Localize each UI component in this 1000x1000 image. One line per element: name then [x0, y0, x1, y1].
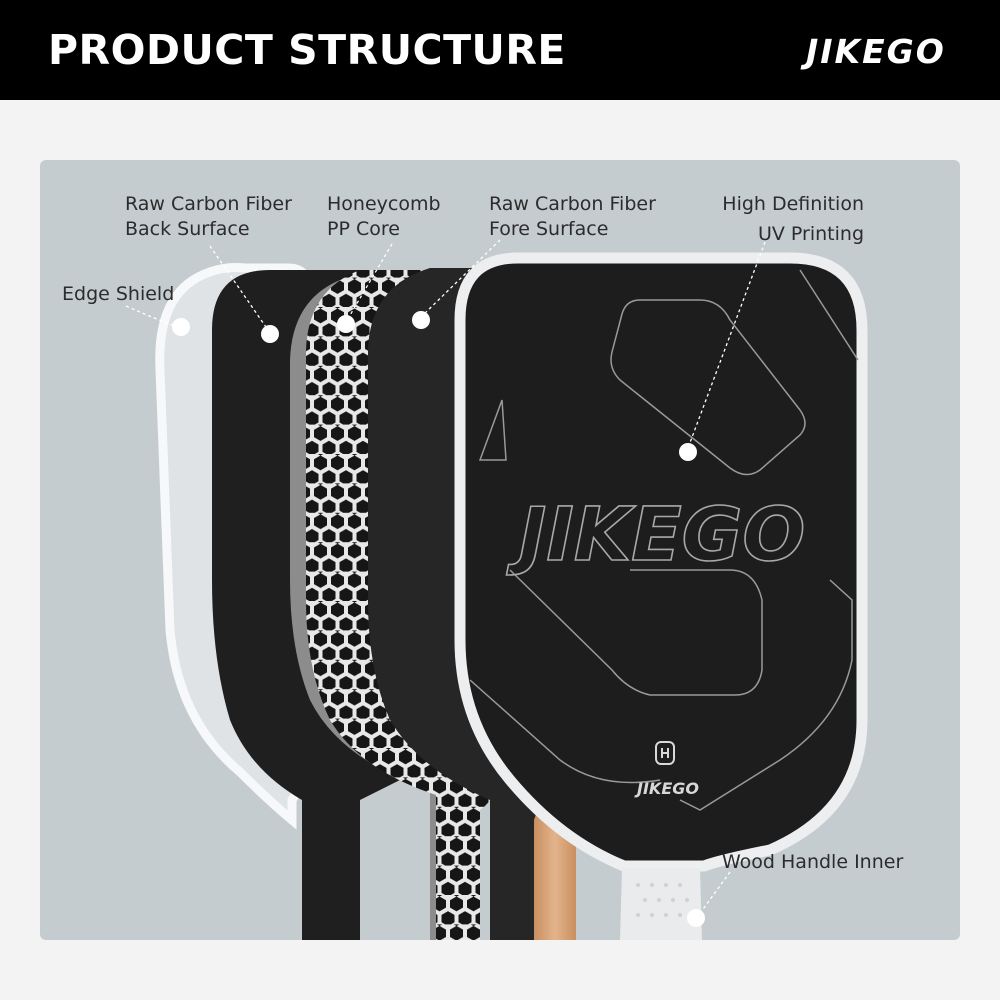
white-grip	[620, 868, 702, 940]
callout-printing-line2: UV Printing	[757, 223, 864, 245]
header-bar: PRODUCT STRUCTURE JIKEGO	[0, 0, 1000, 100]
square-emblem-mark	[661, 748, 669, 758]
callout-fore-surface-line1: Raw Carbon Fiber	[489, 193, 656, 215]
face-line-art	[469, 269, 859, 811]
dot-core	[337, 315, 355, 333]
callout-core-line2: PP Core	[327, 218, 400, 240]
square-emblem-icon	[655, 741, 675, 765]
page-title: PRODUCT STRUCTURE	[48, 26, 566, 74]
dot-handle	[687, 909, 705, 927]
callout-handle: Wood Handle Inner	[722, 850, 903, 875]
dot-fore-surface	[412, 311, 430, 329]
callout-core-line1: Honeycomb	[327, 193, 441, 215]
callout-edge-shield-text: Edge Shield	[62, 283, 175, 305]
callout-back-surface-line2: Back Surface	[125, 218, 250, 240]
face-small-logo: JIKEGO	[634, 779, 699, 798]
face-logo: JIKEGO	[506, 492, 806, 578]
printed-face-layer	[454, 252, 868, 872]
callout-core: Honeycomb PP Core	[327, 192, 441, 242]
callout-edge-shield: Edge Shield	[62, 282, 174, 307]
callout-printing: High Definition UV Printing	[700, 192, 864, 247]
product-illustration-panel: JIKEGO JIKEGO Edge Shield Raw Carbon Fib…	[40, 160, 960, 940]
grip-perforations	[636, 883, 689, 917]
brand-logo: JIKEGO	[806, 32, 946, 71]
dot-back-surface	[261, 325, 279, 343]
paddle-layers-illustration: JIKEGO JIKEGO	[125, 239, 868, 940]
callout-back-surface: Raw Carbon Fiber Back Surface	[125, 192, 292, 242]
callout-handle-text: Wood Handle Inner	[722, 851, 904, 873]
dot-printing	[679, 443, 697, 461]
callout-fore-surface: Raw Carbon Fiber Fore Surface	[489, 192, 656, 242]
dot-edge-shield	[172, 318, 190, 336]
callout-dots	[172, 311, 705, 927]
callout-back-surface-line1: Raw Carbon Fiber	[125, 193, 292, 215]
callout-fore-surface-line2: Fore Surface	[489, 218, 609, 240]
callout-printing-line1: High Definition	[722, 193, 864, 215]
